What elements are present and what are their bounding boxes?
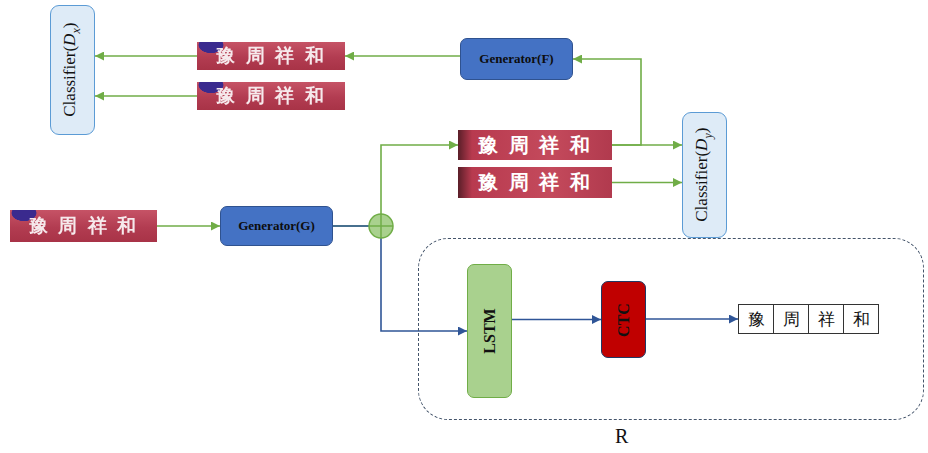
- output-cell: 周: [773, 304, 809, 334]
- text-image: 豫 周 祥 和: [458, 130, 612, 160]
- classifier-box: Classifier(Dx): [50, 5, 95, 135]
- text-image: 豫 周 祥 和: [458, 167, 612, 198]
- flow-arrow: [512, 319, 601, 321]
- text-part: x: [69, 29, 83, 34]
- text-part: y: [701, 134, 715, 139]
- node-label: Classifier(Dy): [693, 128, 716, 222]
- recognizer-region: RLSTMCTC豫周祥和: [418, 238, 924, 420]
- output-cell: 豫: [738, 304, 774, 334]
- output-cell: 祥: [808, 304, 844, 334]
- node-label: 周: [783, 308, 800, 331]
- text-part: Classifier(: [61, 46, 80, 117]
- text-part: Classifier(: [693, 151, 712, 222]
- generator-box: Generator(G): [220, 206, 333, 246]
- node-label: 豫 周 祥 和: [478, 132, 593, 159]
- node-label: 祥: [818, 308, 835, 331]
- text-image: 豫 周 祥 和: [197, 82, 345, 110]
- node-label: CTC: [615, 303, 633, 337]
- node-label: LSTM: [481, 308, 499, 353]
- flow-arrow: [157, 225, 220, 227]
- output-cell: 和: [843, 304, 879, 334]
- region-label: R: [615, 425, 628, 448]
- node-label: Classifier(Dx): [61, 23, 84, 117]
- lstm-box: LSTM: [467, 264, 512, 398]
- node-label: 豫: [748, 308, 765, 331]
- generator-box: Generator(F): [460, 38, 573, 80]
- node-label: 和: [853, 308, 870, 331]
- sum-circle: [369, 214, 393, 238]
- text-part: D: [693, 139, 712, 151]
- text-part: ): [61, 23, 80, 29]
- flow-arrow: [333, 226, 467, 331]
- text-image: 豫 周 祥 和: [197, 42, 345, 70]
- text-part: ): [693, 128, 712, 134]
- flow-arrow: [333, 145, 458, 226]
- flow-arrow: [95, 55, 197, 57]
- node-label: Generator(G): [238, 218, 315, 234]
- flow-arrow: [612, 182, 682, 184]
- node-label: 豫 周 祥 和: [216, 43, 326, 69]
- node-label: Generator(F): [479, 51, 553, 67]
- flow-arrow: [345, 55, 460, 57]
- flow-arrow: [95, 95, 197, 97]
- ctc-box: CTC: [601, 281, 646, 358]
- classifier-box: Classifier(Dy): [682, 112, 727, 238]
- node-label: 豫 周 祥 和: [216, 83, 326, 109]
- node-label: 豫 周 祥 和: [478, 169, 593, 196]
- flow-arrow: [646, 318, 738, 320]
- sum-cross: [380, 214, 382, 238]
- text-part: D: [61, 34, 80, 46]
- node-label: 豫 周 祥 和: [29, 213, 139, 239]
- text-image: 豫 周 祥 和: [10, 210, 157, 242]
